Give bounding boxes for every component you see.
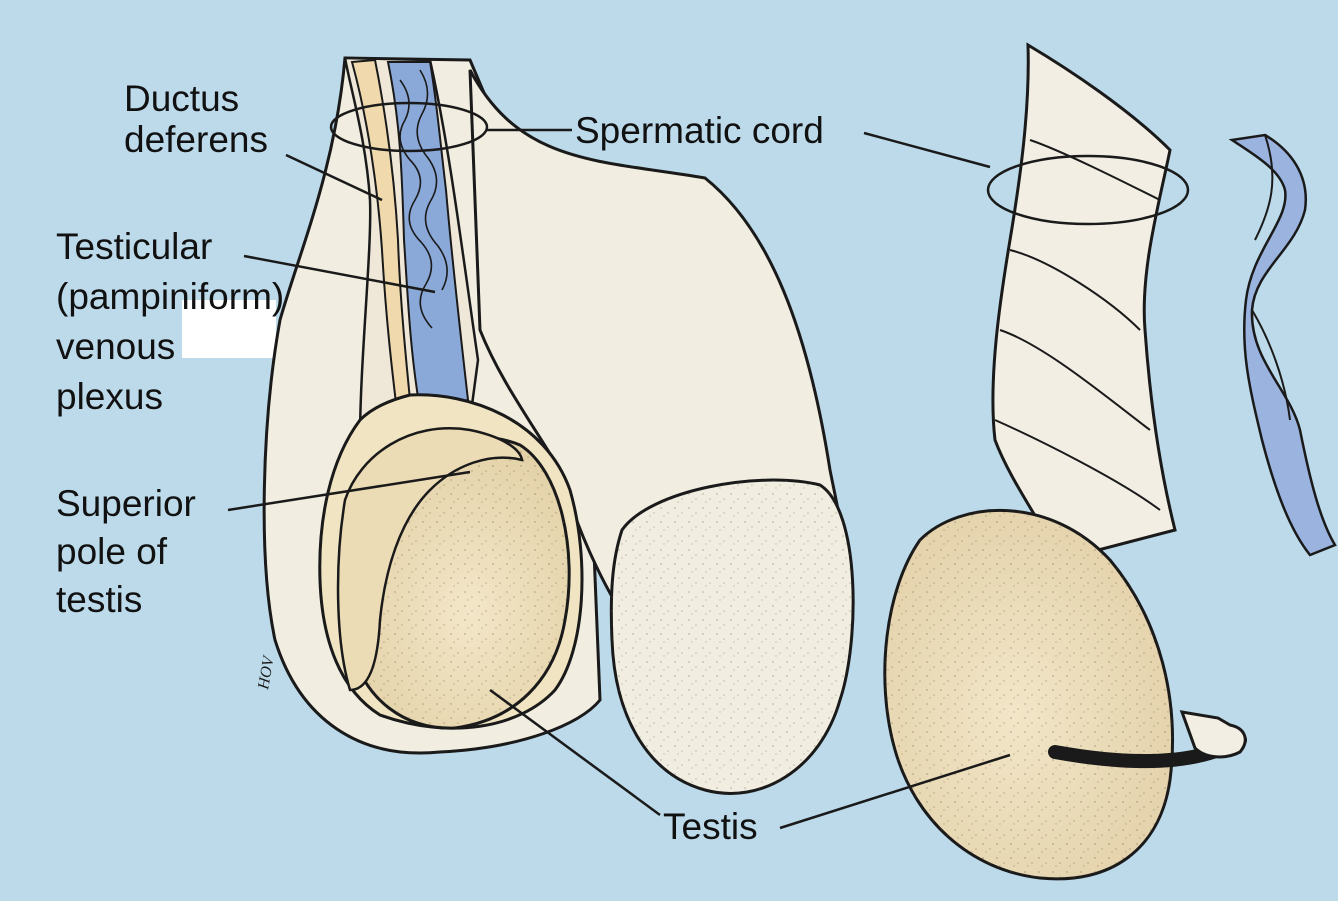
glans-stipple [611,480,853,793]
label-ductus-line1: Ductus [124,78,268,119]
label-superior-line2: pole of [56,528,196,576]
label-plexus-line2: (pampiniform) [56,272,284,322]
label-spermatic-cord: Spermatic cord [575,110,824,151]
label-plexus-line3: venous [56,322,284,372]
label-superior-line1: Superior [56,480,196,528]
label-ductus-line2: deferens [124,119,268,160]
label-superior-pole: Superior pole of testis [56,480,196,624]
label-testis: Testis [663,806,758,847]
label-testicular-plexus: Testicular (pampiniform) venous plexus [56,222,284,422]
label-ductus-deferens: Ductus deferens [124,78,268,160]
label-plexus-line4: plexus [56,372,284,422]
label-superior-line3: testis [56,576,196,624]
label-plexus-line1: Testicular [56,222,284,272]
